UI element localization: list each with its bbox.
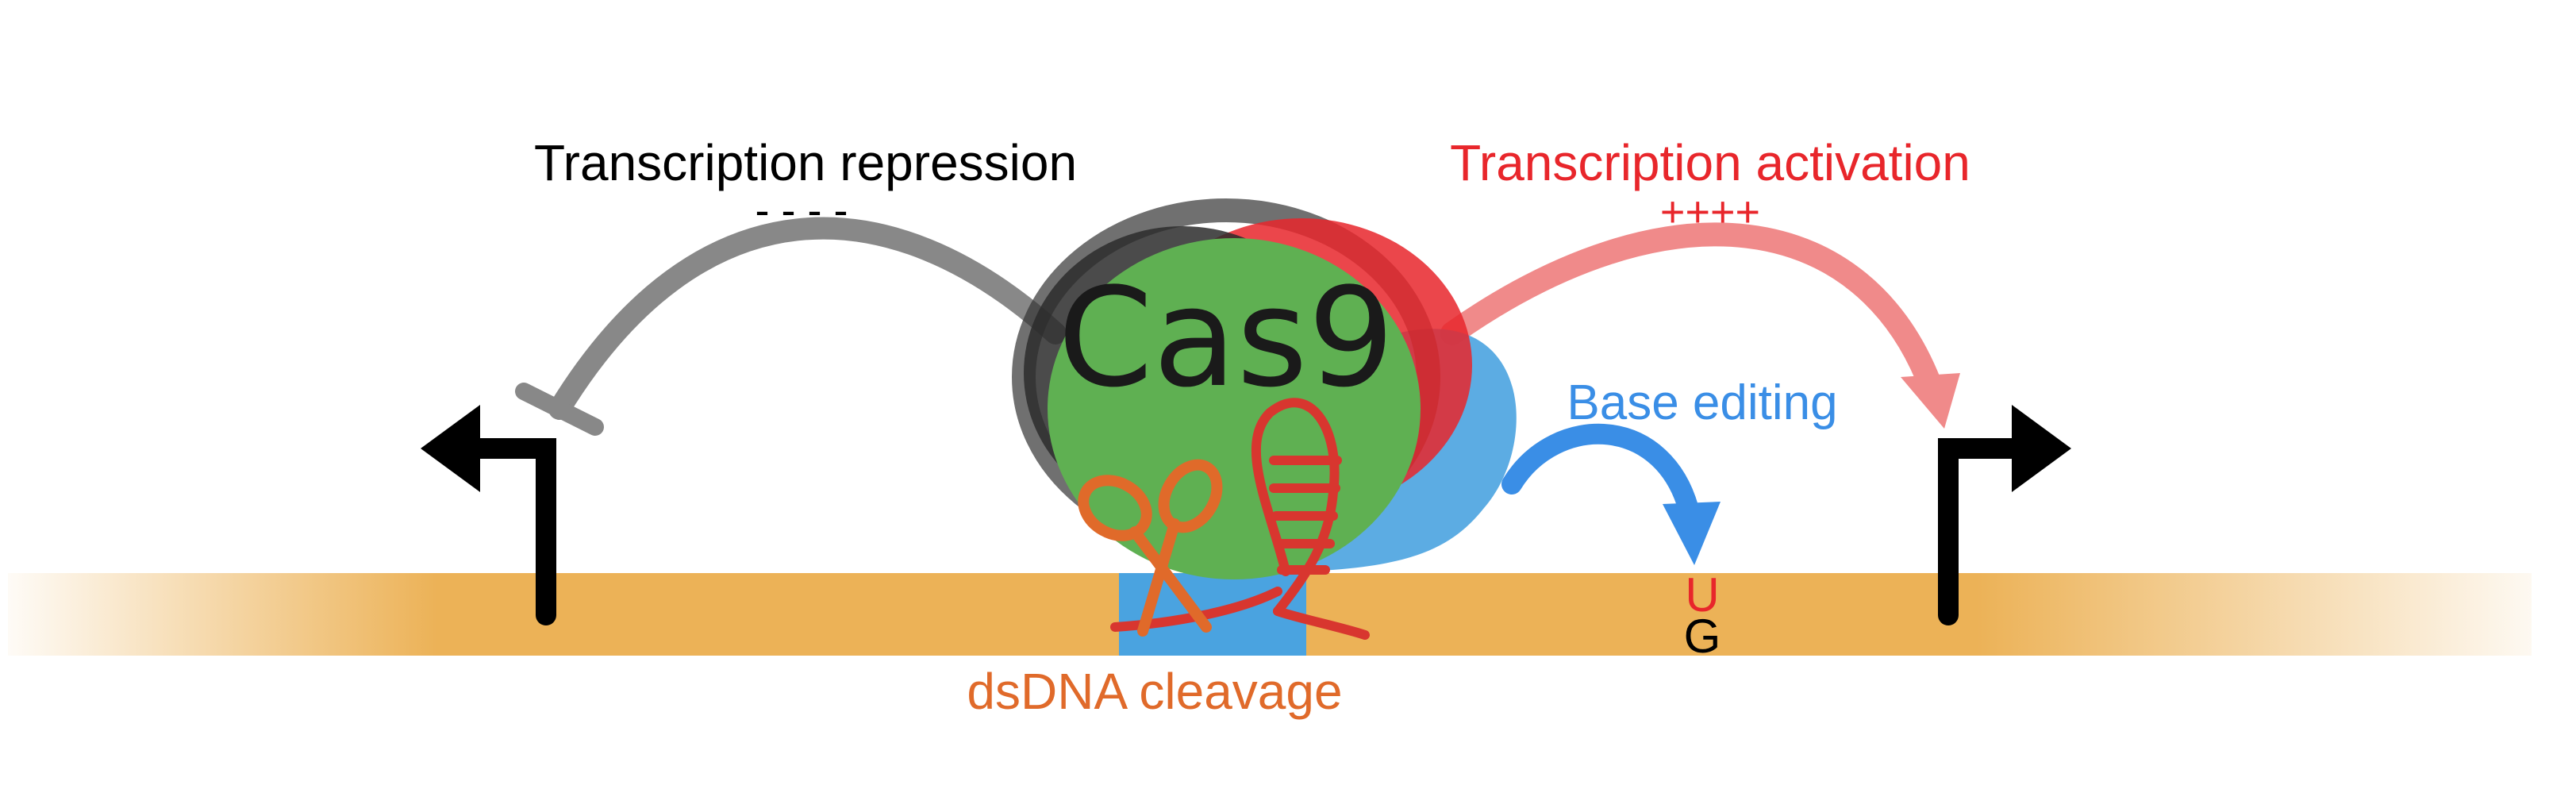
base-new-label: U bbox=[1685, 568, 1719, 622]
base-editing-arrowhead bbox=[1663, 502, 1721, 565]
guide-rna bbox=[1110, 398, 1370, 640]
scissors-icon bbox=[1078, 459, 1223, 637]
activation-arrowhead bbox=[1901, 373, 1960, 429]
activation-title: Transcription activation bbox=[1450, 134, 1970, 191]
cas9-label: Cas9 bbox=[1058, 258, 1395, 418]
repression-sign: - - - - bbox=[755, 187, 848, 234]
activation-sign: ++++ bbox=[1660, 188, 1760, 236]
repression-arc bbox=[548, 217, 1067, 420]
activation-arc bbox=[1440, 222, 1944, 402]
repression-title: Transcription repression bbox=[534, 134, 1077, 191]
right-promoter-arrow bbox=[1938, 405, 2071, 625]
repression-bar bbox=[515, 383, 604, 436]
left-promoter-arrow bbox=[421, 405, 556, 625]
base-old-label: G bbox=[1684, 610, 1721, 663]
base-editing-arc bbox=[1501, 423, 1701, 526]
base-editing-label: Base editing bbox=[1567, 375, 1837, 430]
cleavage-label: dsDNA cleavage bbox=[967, 663, 1342, 720]
